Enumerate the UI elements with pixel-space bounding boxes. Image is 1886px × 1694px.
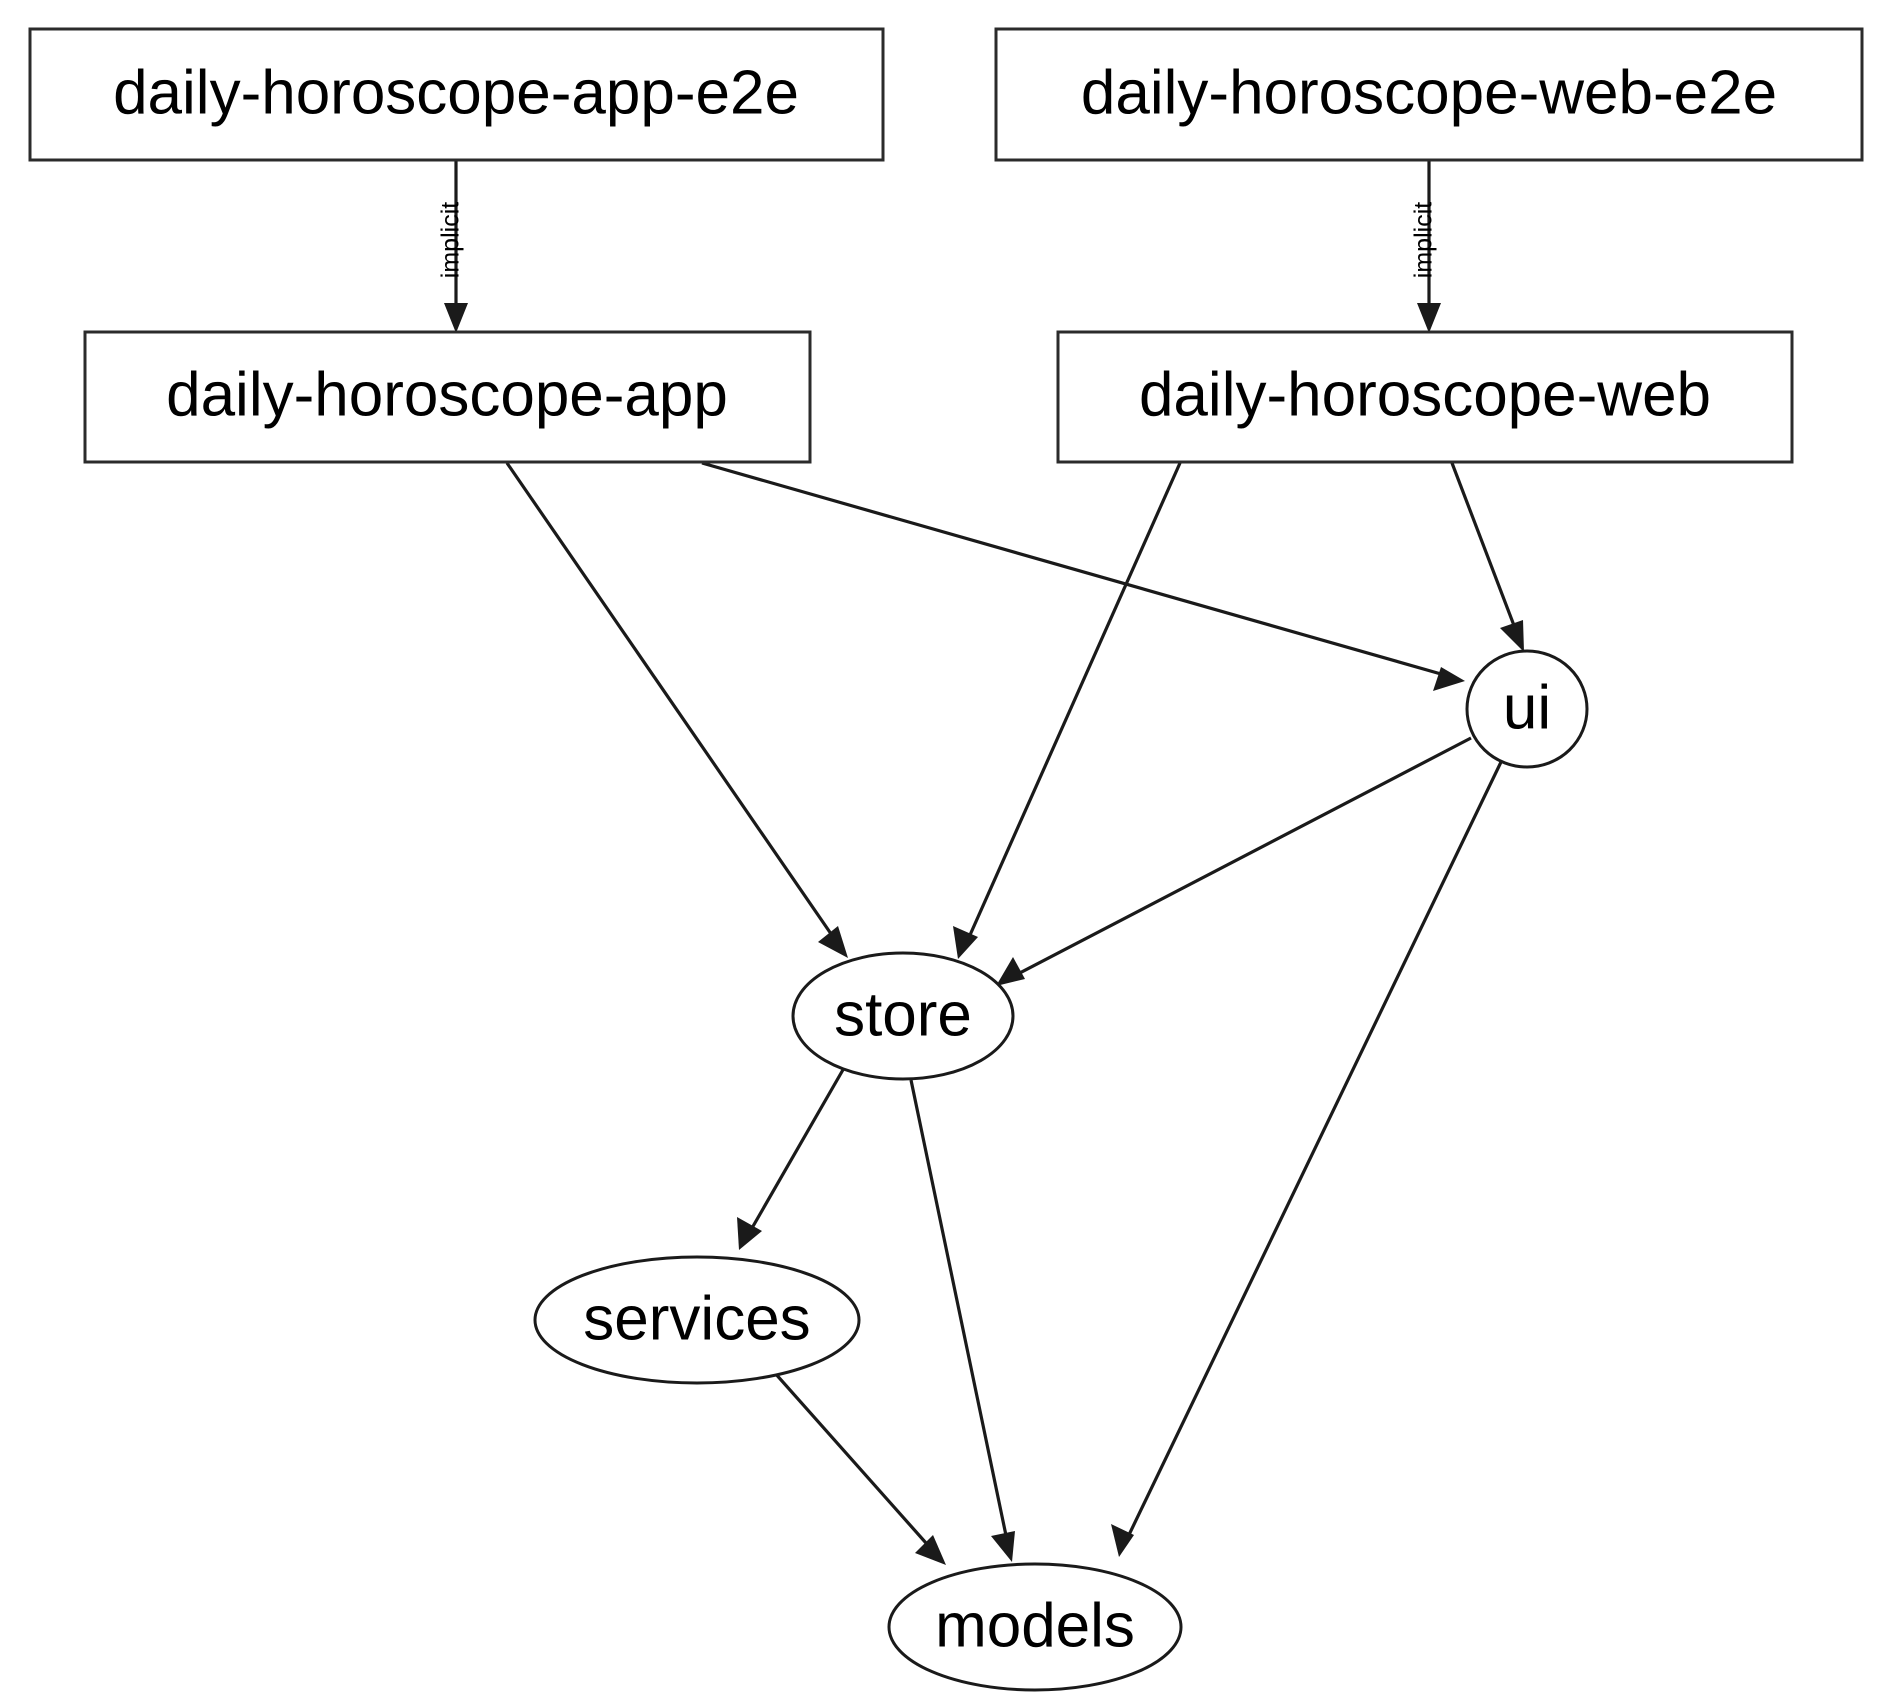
edge-label-implicit-web: implicit bbox=[1410, 202, 1438, 278]
node-ellipse-shape bbox=[533, 1255, 861, 1385]
node-services[interactable]: services bbox=[533, 1255, 861, 1385]
edge-services-to-models bbox=[764, 1361, 946, 1565]
node-label-models: models bbox=[935, 1591, 1135, 1660]
node-label-daily-horoscope-app-e2e: daily-horoscope-app-e2e bbox=[113, 58, 799, 127]
node-ellipse-shape bbox=[1465, 649, 1589, 769]
arrowhead-icon bbox=[1500, 620, 1524, 652]
node-daily-horoscope-web-e2e[interactable]: daily-horoscope-web-e2e bbox=[994, 27, 1864, 162]
arrowhead-icon bbox=[991, 1531, 1015, 1562]
arrowhead-icon bbox=[1111, 1524, 1134, 1557]
arrowhead-icon bbox=[953, 926, 978, 959]
node-label-ui: ui bbox=[1503, 673, 1551, 742]
arrowhead-icon bbox=[737, 1217, 762, 1250]
node-daily-horoscope-app[interactable]: daily-horoscope-app bbox=[83, 330, 812, 464]
node-label-store: store bbox=[834, 980, 972, 1049]
node-store[interactable]: store bbox=[791, 951, 1015, 1081]
edge-app-to-ui bbox=[701, 461, 1465, 691]
arrowhead-icon bbox=[1417, 303, 1441, 333]
arrowhead-icon bbox=[818, 926, 848, 958]
arrowhead-icon bbox=[996, 957, 1025, 986]
node-label-daily-horoscope-app: daily-horoscope-app bbox=[166, 360, 728, 429]
node-daily-horoscope-app-e2e[interactable]: daily-horoscope-app-e2e bbox=[28, 27, 885, 162]
node-label-services: services bbox=[583, 1284, 810, 1353]
node-rect-shape bbox=[1056, 330, 1794, 464]
edge-web-e2e-to-web: implicit bbox=[1410, 161, 1441, 333]
node-ui[interactable]: ui bbox=[1465, 649, 1589, 769]
edge-app-e2e-to-app: implicit bbox=[437, 161, 468, 333]
node-rect-shape bbox=[994, 27, 1864, 162]
arrowhead-icon bbox=[1433, 667, 1465, 691]
edge-store-to-services bbox=[737, 1067, 846, 1250]
arrowhead-icon bbox=[444, 303, 468, 333]
edge-app-to-store bbox=[505, 462, 848, 958]
arrowhead-icon bbox=[915, 1535, 946, 1565]
node-rect-shape bbox=[83, 330, 812, 464]
edge-label-implicit-app: implicit bbox=[437, 202, 465, 278]
node-rect-shape bbox=[28, 27, 885, 162]
edge-web-to-store bbox=[953, 462, 1182, 959]
node-models[interactable]: models bbox=[887, 1562, 1183, 1692]
node-label-daily-horoscope-web-e2e: daily-horoscope-web-e2e bbox=[1081, 58, 1777, 127]
edge-ui-to-store bbox=[996, 736, 1472, 986]
edge-store-to-models bbox=[909, 1079, 1015, 1562]
edge-ui-to-models bbox=[1111, 761, 1503, 1557]
node-daily-horoscope-web[interactable]: daily-horoscope-web bbox=[1056, 330, 1794, 464]
edge-web-to-ui bbox=[1450, 462, 1524, 652]
node-ellipse-shape bbox=[791, 951, 1015, 1081]
node-label-daily-horoscope-web: daily-horoscope-web bbox=[1139, 360, 1711, 429]
node-ellipse-shape bbox=[887, 1562, 1183, 1692]
